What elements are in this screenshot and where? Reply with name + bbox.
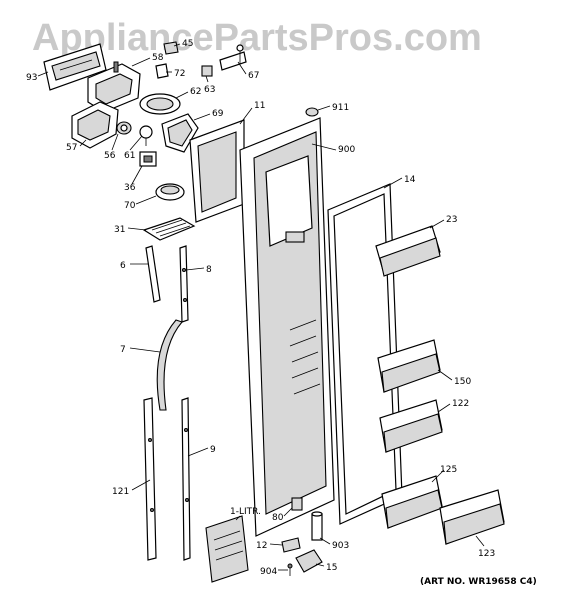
callout-8: 8	[206, 265, 212, 275]
callout-903: 903	[332, 541, 349, 551]
callout-1-litr: 1-LITR.	[230, 507, 261, 517]
callout-123: 123	[478, 549, 495, 559]
callout-7: 7	[120, 345, 126, 355]
callout-23: 23	[446, 215, 457, 225]
part-23-door-bin	[375, 225, 441, 277]
callout-45: 45	[182, 39, 193, 49]
callout-36: 36	[124, 183, 136, 193]
callout-56: 56	[104, 151, 116, 161]
callout-122: 122	[452, 399, 469, 409]
part-903-tube	[311, 511, 323, 541]
watermark-text: AppliancePartsPros.com	[32, 17, 482, 59]
callout-72: 72	[174, 69, 185, 79]
part-6-strip	[145, 245, 161, 303]
part-45-clip	[163, 41, 179, 55]
part-57-motor-housing	[71, 101, 119, 149]
part-80-fitting	[291, 497, 303, 511]
callout-125: 125	[440, 465, 457, 475]
part-67-hinge	[219, 44, 247, 71]
part-9-trim-strip	[181, 397, 191, 561]
part-61-actuator	[139, 125, 153, 146]
part-7-handle	[156, 319, 183, 411]
callout-9: 9	[210, 445, 216, 455]
callout-62: 62	[190, 87, 201, 97]
callout-150: 150	[454, 377, 471, 387]
callout-14: 14	[404, 175, 416, 185]
callout-11: 11	[254, 101, 265, 111]
part-31-grille	[142, 217, 196, 241]
art-number: (ART NO. WR19658 C4)	[420, 577, 537, 587]
callout-911: 911	[332, 103, 349, 113]
callout-58: 58	[152, 53, 164, 63]
callout-57: 57	[66, 143, 77, 153]
callout-31: 31	[114, 225, 125, 235]
part-63-hinge-pin	[201, 65, 213, 77]
part-904-screw	[287, 563, 293, 576]
part-72-bracket	[155, 63, 169, 79]
part-125-door-bin	[381, 475, 443, 529]
callout-15: 15	[326, 563, 337, 573]
part-58-dispenser-mechanism	[87, 61, 141, 113]
part-122-door-bin	[379, 399, 443, 453]
callout-12: 12	[256, 541, 267, 551]
part-123-door-bin	[439, 489, 505, 545]
callout-900: 900	[338, 145, 355, 155]
callout-labels: 93 58 45 72 62 69 57 56 61 36 70 31 6 8 …	[26, 39, 495, 577]
part-62-gasket-ring	[139, 93, 181, 115]
callout-70: 70	[124, 201, 136, 211]
part-1-litr-label	[205, 515, 249, 583]
part-70-cap	[155, 183, 185, 201]
part-8-strip	[179, 245, 189, 323]
callout-80: 80	[272, 513, 284, 523]
callout-904: 904	[260, 567, 277, 577]
callout-67: 67	[248, 71, 259, 81]
callout-121: 121	[112, 487, 129, 497]
part-36-switch	[139, 151, 157, 167]
leader-lines	[37, 43, 485, 571]
part-15-hinge-bottom	[295, 549, 323, 573]
part-911-grommet	[305, 107, 319, 117]
callout-6: 6	[120, 261, 126, 271]
part-12-bracket	[281, 537, 301, 553]
part-900-door-assembly	[239, 117, 335, 537]
part-121-trim-strip	[143, 397, 157, 561]
part-11-dispenser-frame	[189, 119, 245, 223]
callout-61: 61	[124, 151, 135, 161]
part-56-spring	[116, 121, 132, 135]
callout-63: 63	[204, 85, 215, 95]
callout-69: 69	[212, 109, 224, 119]
part-150-door-bin	[377, 339, 441, 393]
callout-93: 93	[26, 73, 37, 83]
